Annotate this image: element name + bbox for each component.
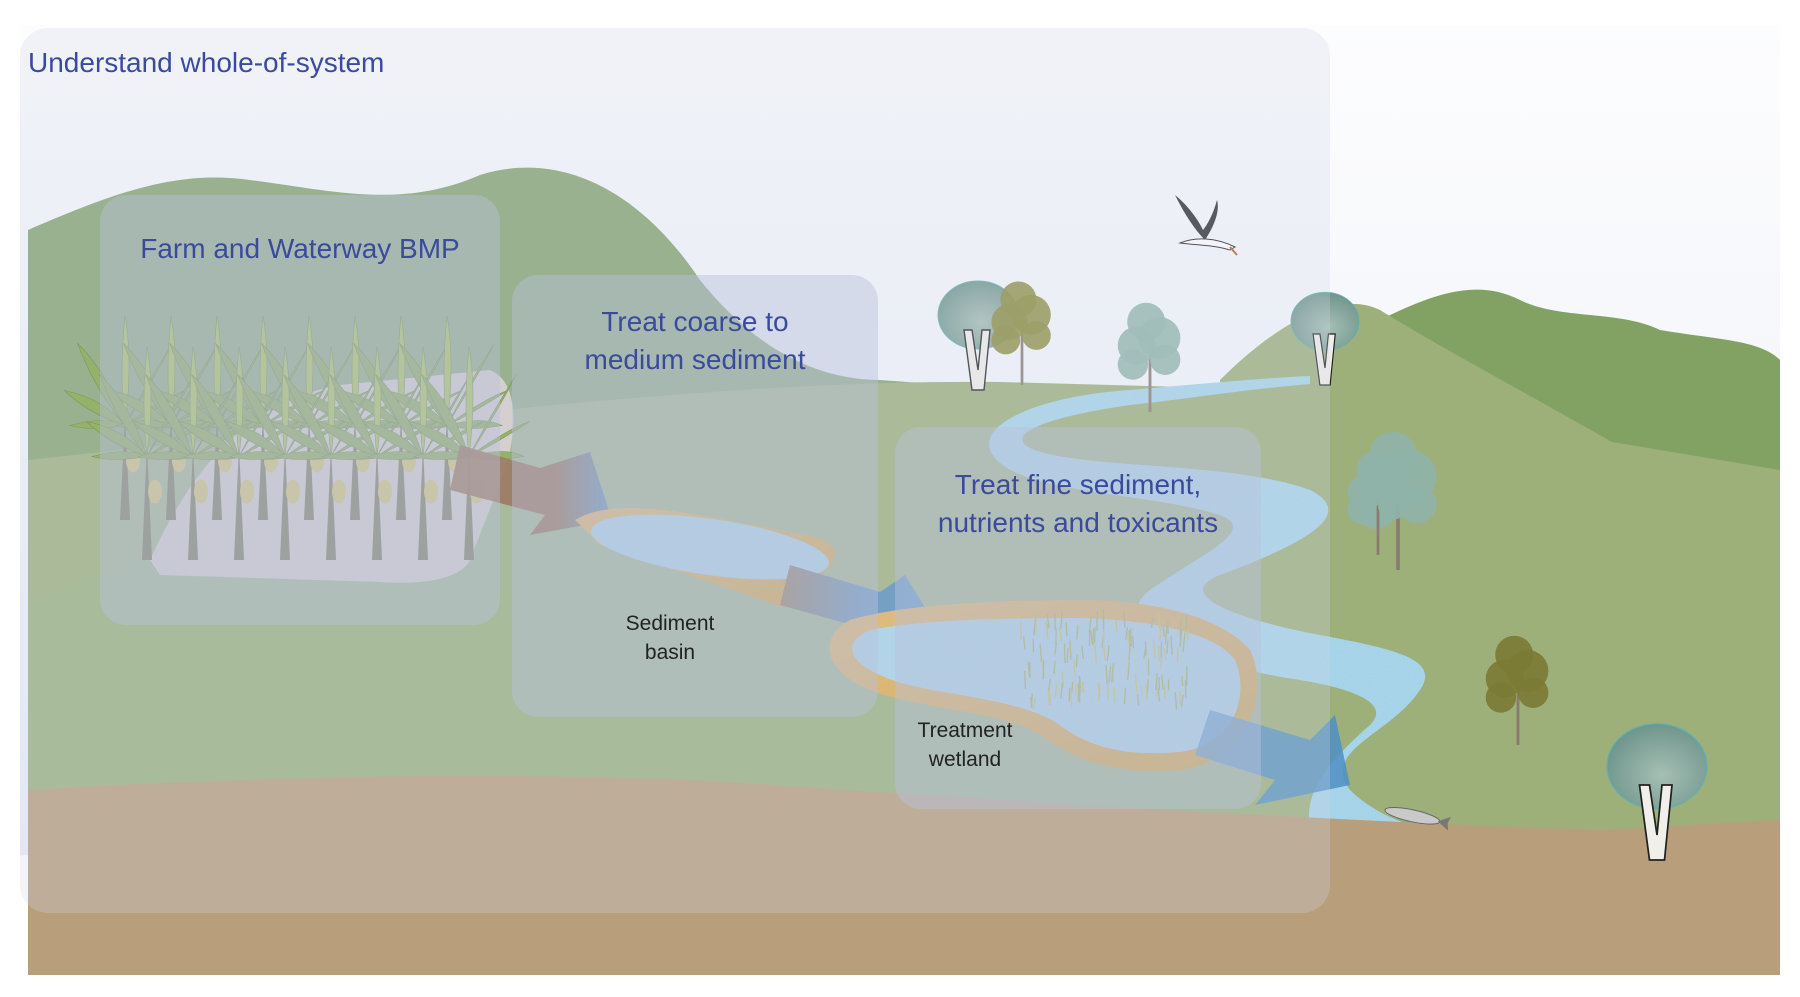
sediment-basin-label-line2: basin bbox=[600, 638, 740, 667]
treatment-wetland-label-line2: wetland bbox=[895, 745, 1035, 774]
zone-label-coarse-line1: Treat coarse to bbox=[512, 303, 878, 341]
tree-foliage bbox=[1495, 636, 1533, 674]
zone-label-coarse-sediment: Treat coarse to medium sediment bbox=[512, 303, 878, 379]
zone-label-fine-sediment: Treat fine sediment, nutrients and toxic… bbox=[895, 466, 1261, 542]
zone-label-coarse-line2: medium sediment bbox=[512, 341, 878, 379]
tree-foliage bbox=[1518, 678, 1548, 708]
sediment-basin-label-line1: Sediment bbox=[600, 609, 740, 638]
zone-label-fine-line1: Treat fine sediment, bbox=[895, 466, 1261, 504]
feature-label-sediment-basin: Sediment basin bbox=[600, 609, 740, 667]
tree-foliage bbox=[1347, 496, 1376, 525]
tree-foliage bbox=[1356, 452, 1392, 488]
feature-label-treatment-wetland: Treatment wetland bbox=[895, 716, 1035, 774]
treatment-wetland-label-line1: Treatment bbox=[895, 716, 1035, 745]
zone-label-farm: Farm and Waterway BMP bbox=[100, 230, 500, 268]
zone-label-whole-system: Understand whole-of-system bbox=[28, 44, 384, 82]
tree-foliage bbox=[1486, 682, 1516, 712]
zone-label-fine-line2: nutrients and toxicants bbox=[895, 504, 1261, 542]
tree-canopy bbox=[1607, 724, 1707, 809]
tree-foliage bbox=[1378, 491, 1407, 520]
